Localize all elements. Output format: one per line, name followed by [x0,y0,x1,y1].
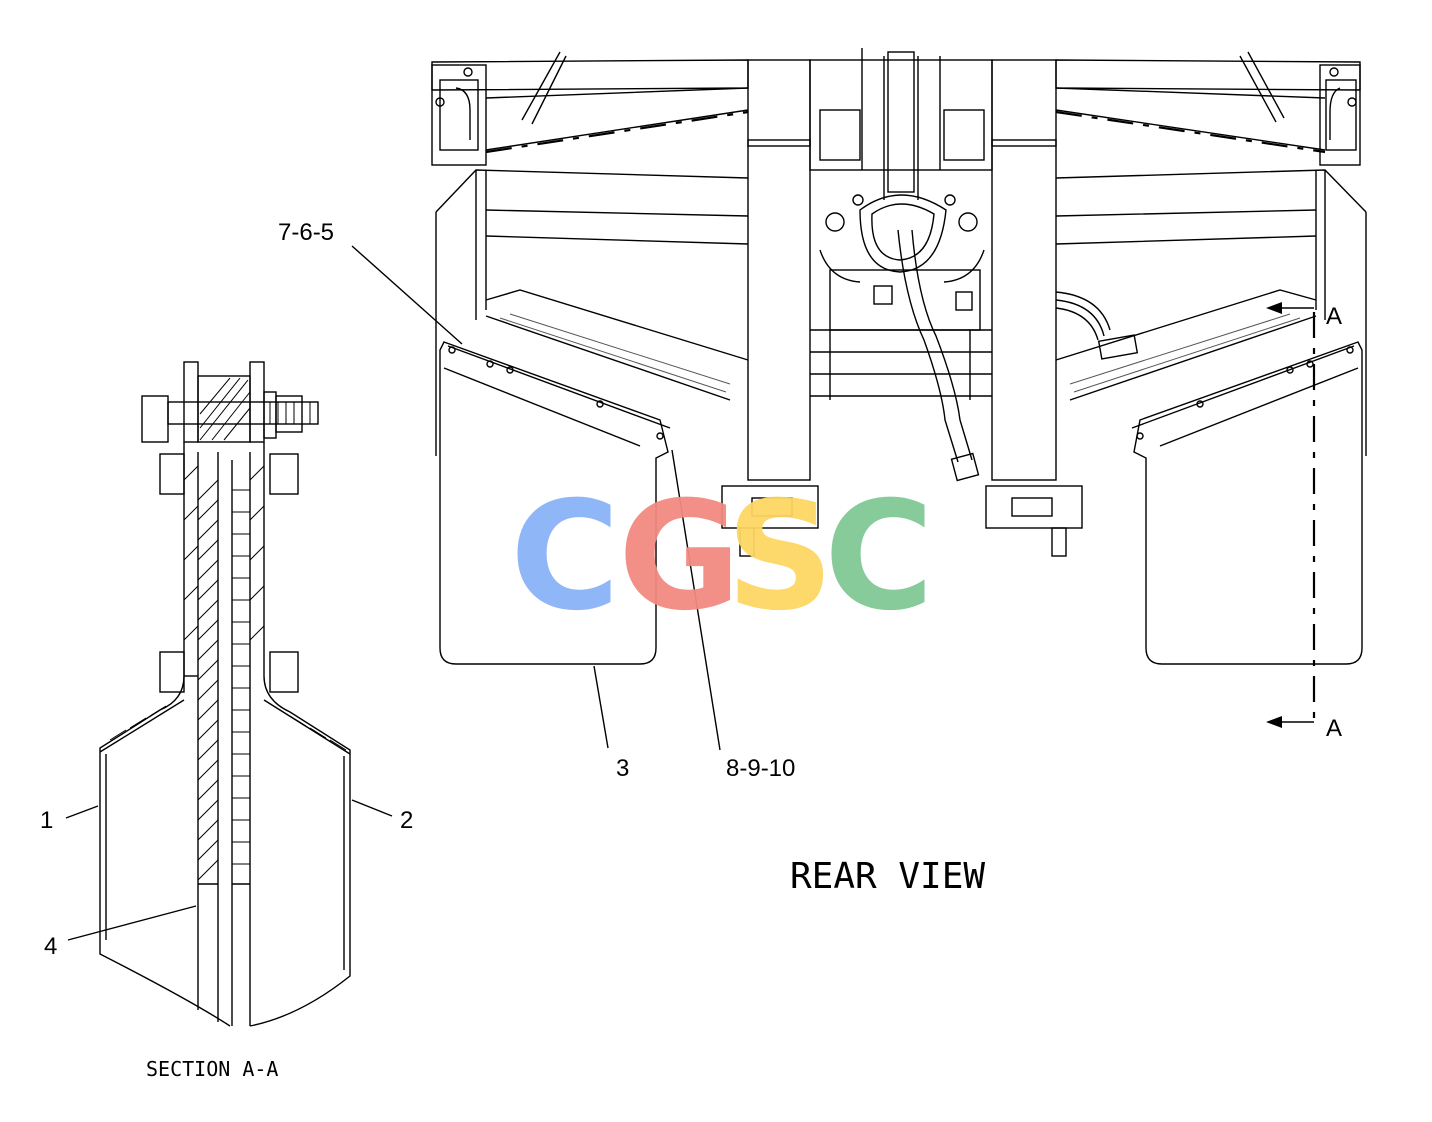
plate-hatching [99,465,351,885]
section-marker-top: A [1326,303,1342,330]
callout-4: 4 [44,933,57,960]
left-mud-flap [439,341,671,665]
cgsc-watermark-logo: C G S C [510,470,934,644]
callout-1: 1 [40,807,53,834]
rear-view-title: REAR VIEW [790,856,985,897]
section-marker-bottom: A [1326,715,1342,742]
section-a-a-title: SECTION A-A [146,1057,278,1081]
callout-2: 2 [400,807,413,834]
rear-view-assembly [431,48,1367,557]
callout-8-9-10: 8-9-10 [726,755,795,782]
section-cut-line [1266,302,1316,728]
watermark-letter-g: G [618,470,741,644]
section-a-a-detail [99,361,351,1027]
watermark-letter-s: S [726,470,834,644]
right-mud-flap [1131,341,1363,665]
callout-7-6-5: 7-6-5 [278,219,334,246]
callout-3: 3 [616,755,629,782]
leader-lines [65,245,721,941]
watermark-letter-c2: C [824,470,934,644]
watermark-letter-c1: C [510,470,620,644]
